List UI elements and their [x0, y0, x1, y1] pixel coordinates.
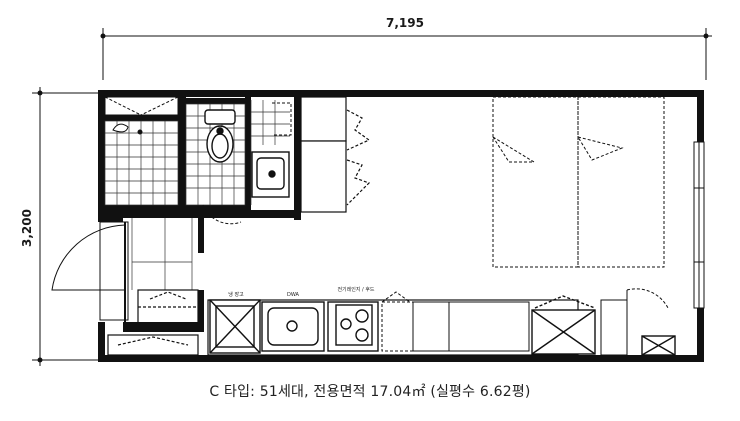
utility-box — [641, 335, 676, 356]
shoe-cabinet — [107, 289, 199, 356]
cooktop-label: 전기레인지 / 후드 — [337, 286, 374, 293]
cooktop-icon — [327, 301, 379, 352]
window — [693, 141, 705, 309]
height-dimension-label: 3,200 — [20, 209, 34, 247]
width-dimension: 7,195 — [100, 16, 712, 80]
toilet-icon — [204, 109, 236, 163]
width-dimension-label: 7,195 — [386, 16, 424, 30]
wardrobe — [300, 96, 371, 213]
bathroom-walls — [98, 95, 251, 222]
kitchen-sink-icon — [261, 301, 325, 352]
bathroom-door — [202, 102, 292, 225]
entry-door — [51, 221, 129, 322]
entry-tiles — [131, 218, 193, 290]
storage-box — [531, 295, 596, 355]
fridge-label: 냉 장고 — [228, 291, 244, 298]
sink-label: DWA — [287, 292, 300, 298]
fridge — [209, 299, 261, 354]
wash-basin-icon — [251, 151, 290, 198]
balcony-door — [600, 288, 669, 356]
shower-corner — [104, 96, 179, 135]
height-dimension: 3,200 — [20, 87, 98, 366]
counter-cabinets — [381, 291, 530, 352]
bed — [492, 96, 665, 268]
floor-plan-caption: C 타입: 51세대, 전용면적 17.04㎡ (실평수 6.62평) — [209, 384, 531, 400]
